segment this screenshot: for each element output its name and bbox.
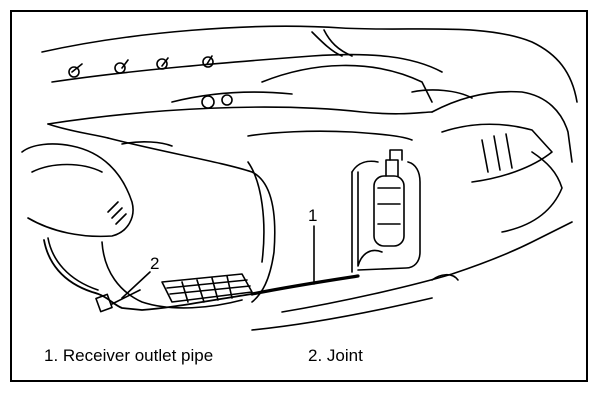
- upper-body-outline: [41, 25, 578, 109]
- figure-frame: 1 2: [10, 10, 588, 382]
- pipe-joint: [95, 289, 141, 313]
- legend-item-1: 1. Receiver outlet pipe: [44, 346, 214, 365]
- radiator-support-panel: [47, 106, 433, 303]
- legend-item-2: 2. Joint: [308, 346, 363, 365]
- right-headlamp: [431, 90, 573, 233]
- receiver-drier: [351, 149, 421, 273]
- lower-body-outline: [251, 221, 573, 331]
- callout-2: 2: [150, 254, 160, 273]
- leader-lines: [121, 225, 315, 299]
- fan-shroud: [101, 241, 253, 309]
- parts-legend: 1. Receiver outlet pipe 2. Joint: [44, 346, 544, 374]
- left-headlamp: [21, 143, 134, 238]
- engine-bay-illustration: [21, 25, 578, 331]
- receiver-outlet-pipe: [43, 237, 360, 311]
- callout-1: 1: [308, 206, 318, 225]
